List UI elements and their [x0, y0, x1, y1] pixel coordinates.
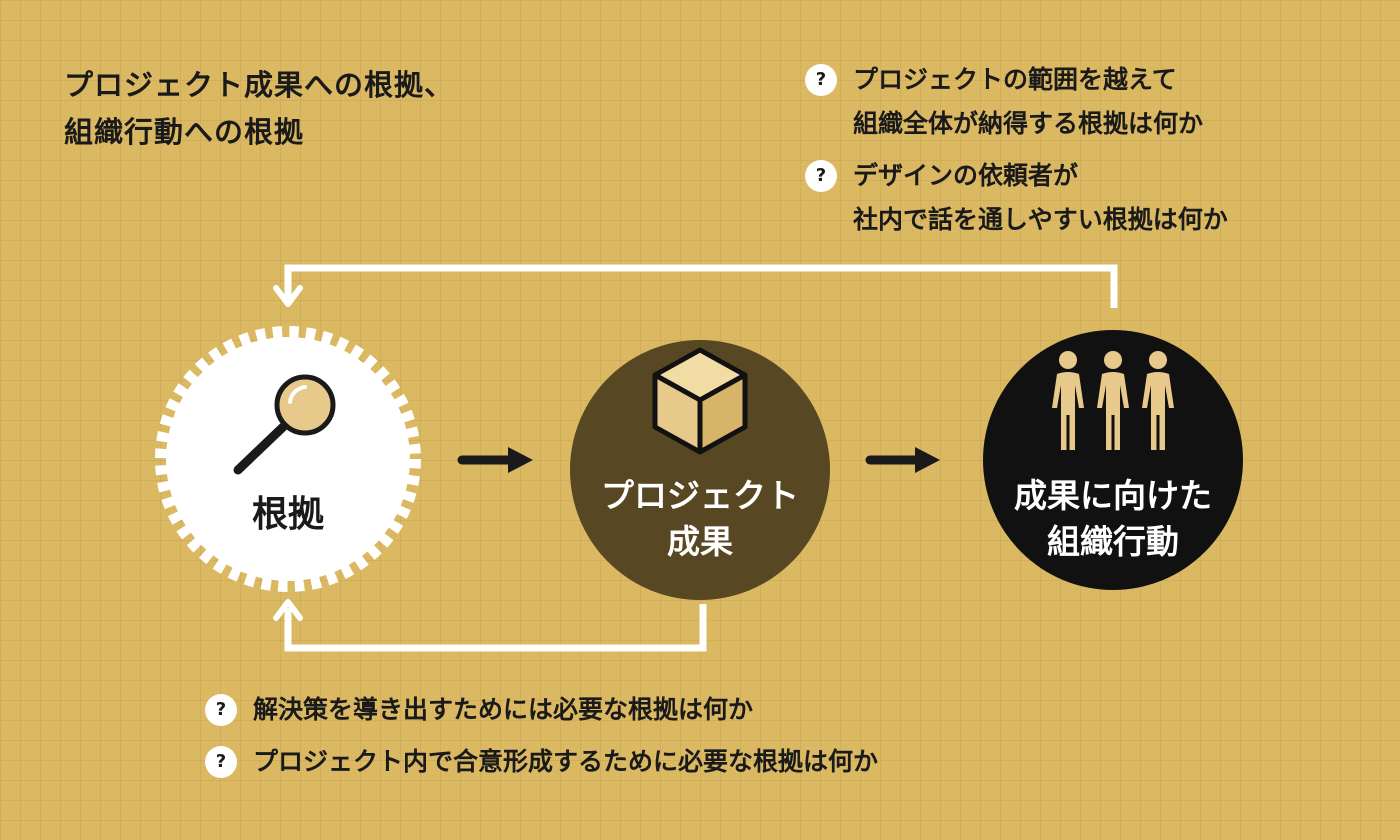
question-line: プロジェクトの範囲を越えて	[853, 65, 1177, 94]
question-mark-icon: ?	[805, 64, 837, 96]
action-node	[983, 330, 1243, 590]
question-mark-icon: ?	[205, 694, 237, 726]
question-line: デザインの依頼者が	[853, 161, 1079, 190]
node-label-line: 成果に向けた	[1014, 476, 1212, 515]
people-icon	[1052, 351, 1174, 450]
node-label-line: 根拠	[251, 494, 324, 535]
feedback-arrowhead-bottom	[273, 599, 303, 621]
arrow-evidence-to-outcome	[457, 447, 533, 473]
feedback-connector-top	[284, 264, 1118, 308]
bottom-question-list: ? 解決策を導き出すためには必要な根拠は何か ? プロジェクト内で合意形成するた…	[205, 688, 878, 784]
feedback-arrowhead-top	[273, 285, 303, 307]
feedback-connector-bottom	[284, 604, 707, 652]
page-title-line: 組織行動への根拠	[64, 115, 305, 149]
question-text: プロジェクト内で合意形成するために必要な根拠は何か	[253, 740, 878, 784]
question-line: プロジェクト内で合意形成するために必要な根拠は何か	[253, 747, 879, 776]
action-node-label: 成果に向けた 組織行動	[985, 473, 1241, 565]
top-question-list: ? プロジェクトの範囲を越えて 組織全体が納得する根拠は何か ? デザインの依頼…	[805, 58, 1228, 242]
node-label-line: プロジェクト	[601, 476, 799, 515]
question-item: ? プロジェクトの範囲を越えて 組織全体が納得する根拠は何か	[805, 58, 1228, 146]
question-item: ? デザインの依頼者が 社内で話を通しやすい根拠は何か	[805, 154, 1228, 242]
evidence-node	[170, 341, 406, 577]
question-item: ? プロジェクト内で合意形成するために必要な根拠は何か	[205, 740, 878, 784]
node-label-line: 組織行動	[1047, 522, 1179, 561]
page-title-line: プロジェクト成果への根拠、	[64, 68, 455, 102]
question-mark-icon: ?	[805, 160, 837, 192]
question-line: 社内で話を通しやすい根拠は何か	[853, 205, 1228, 234]
arrow-outcome-to-action	[865, 447, 940, 473]
question-text: デザインの依頼者が 社内で話を通しやすい根拠は何か	[853, 154, 1228, 242]
question-mark-icon: ?	[205, 746, 237, 778]
question-text: プロジェクトの範囲を越えて 組織全体が納得する根拠は何か	[853, 58, 1228, 146]
question-line: 解決策を導き出すためには必要な根拠は何か	[253, 695, 754, 724]
magnifier-icon	[233, 374, 336, 475]
outcome-node	[570, 340, 830, 600]
question-text: 解決策を導き出すためには必要な根拠は何か	[253, 688, 878, 732]
cube-icon	[652, 347, 748, 455]
evidence-node-label: 根拠	[190, 490, 386, 540]
outcome-node-label: プロジェクト 成果	[572, 473, 828, 565]
question-item: ? 解決策を導き出すためには必要な根拠は何か	[205, 688, 878, 732]
page-title: プロジェクト成果への根拠、 組織行動への根拠	[64, 62, 454, 156]
node-label-line: 成果	[667, 522, 733, 561]
question-line: 組織全体が納得する根拠は何か	[853, 109, 1204, 138]
